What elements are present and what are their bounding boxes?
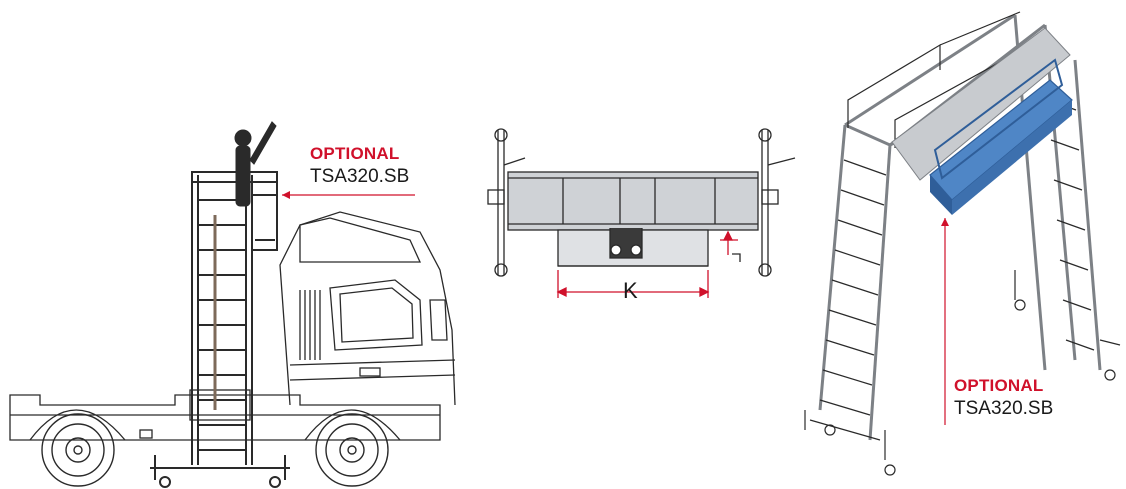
person-figure: [234, 121, 277, 207]
iso-view-drawing: [804, 11, 1121, 476]
top-dimension-label: K: [623, 278, 638, 303]
top-view-drawing: [487, 128, 796, 298]
iso-option-code: TSA320.SB: [954, 398, 1054, 419]
iso-option-label: OPTIONAL: [954, 376, 1044, 395]
truck-cab: [279, 211, 456, 406]
top-deck: [507, 171, 759, 231]
truck-chassis: [9, 394, 441, 441]
front-wheel: [315, 413, 389, 487]
side-option-label: OPTIONAL: [310, 144, 400, 163]
side-view-panel: OPTIONAL TSA320.SB: [0, 0, 470, 489]
ladder-tower: [150, 171, 290, 488]
dimension-k: [556, 230, 738, 298]
side-option-code: TSA320.SB: [310, 166, 410, 187]
iso-deck: [891, 27, 1071, 181]
side-view-drawing: [9, 121, 456, 488]
rear-wheel: [41, 413, 115, 487]
truck-window: [329, 279, 423, 351]
iso-view-panel: OPTIONAL TSA320.SB: [800, 0, 1126, 489]
iso-option-tray: [929, 58, 1073, 215]
iso-handrail: [847, 43, 941, 128]
top-view-panel: K: [470, 0, 800, 489]
